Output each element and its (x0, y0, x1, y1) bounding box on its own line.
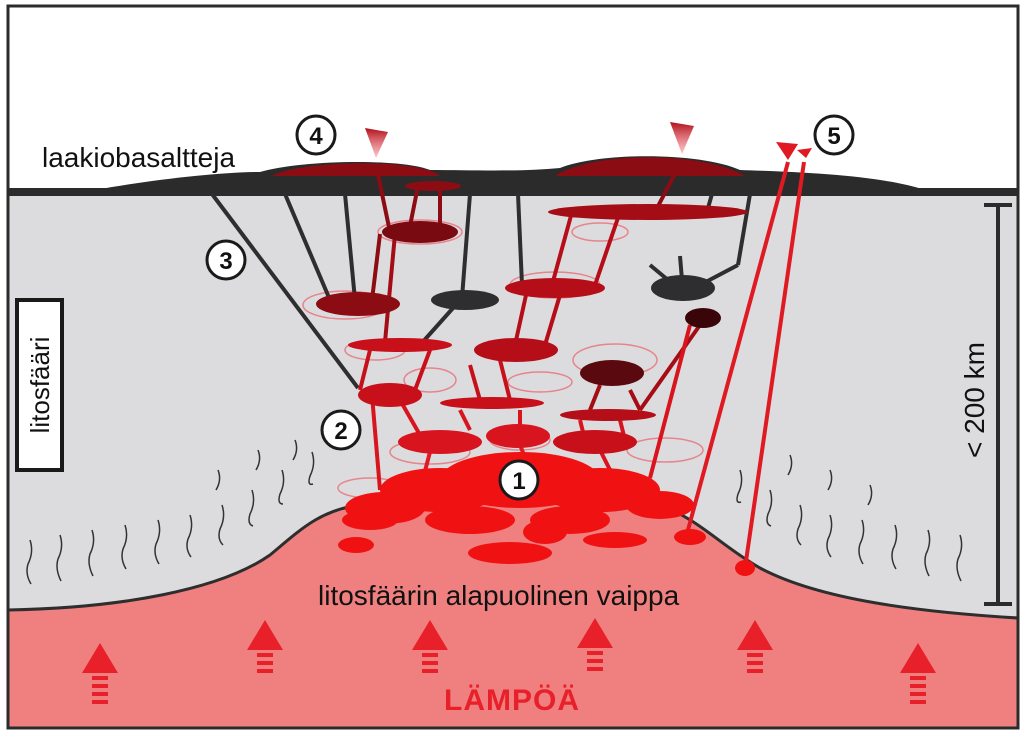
marker-1-text: 1 (512, 468, 525, 495)
heat-arrow-icon (737, 620, 773, 673)
lithosphere-label: litosfääri (25, 337, 55, 434)
plateau-basalt-flows (95, 156, 925, 190)
heat-label: LÄMPÖÄ (444, 684, 580, 717)
depth-scale-bar (984, 203, 1012, 606)
heat-arrow-icon (247, 620, 283, 673)
marker-4-text: 4 (309, 123, 323, 150)
heat-arrow-icon (412, 620, 448, 673)
marker-5: 5 (813, 114, 855, 156)
marker-3: 3 (205, 239, 247, 281)
marker-3-text: 3 (219, 248, 232, 275)
marker-4: 4 (295, 114, 337, 156)
melt-zone (338, 452, 755, 576)
eruption-cone-1 (365, 128, 388, 158)
marker-2: 2 (320, 409, 362, 451)
marker-2-text: 2 (334, 418, 347, 445)
heat-arrow-icon (900, 643, 936, 704)
heat-arrow-icon (577, 618, 613, 671)
lava-dome-left (272, 163, 440, 176)
lava-dome-right (555, 157, 745, 176)
marker-1: 1 (498, 459, 540, 501)
mantle-label: litosfäärin alapuolinen vaippa (318, 580, 680, 611)
sky-layer (8, 6, 1018, 194)
eruption-cone-2 (670, 122, 694, 154)
plateau-basalts-label: laakiobasaltteja (42, 142, 235, 173)
eruption-cone-3 (776, 142, 798, 160)
heat-arrow-icon (82, 643, 118, 704)
depth-scale-label: < 200 km (959, 342, 990, 458)
marker-5-text: 5 (827, 123, 840, 150)
lithosphere-label-box (15, 298, 64, 472)
heat-arrows (82, 618, 936, 704)
lithosphere-texture (26, 439, 963, 585)
diagram-frame (6, 4, 1020, 730)
magma-sills (316, 181, 748, 454)
eruption-cone-4 (797, 148, 812, 158)
